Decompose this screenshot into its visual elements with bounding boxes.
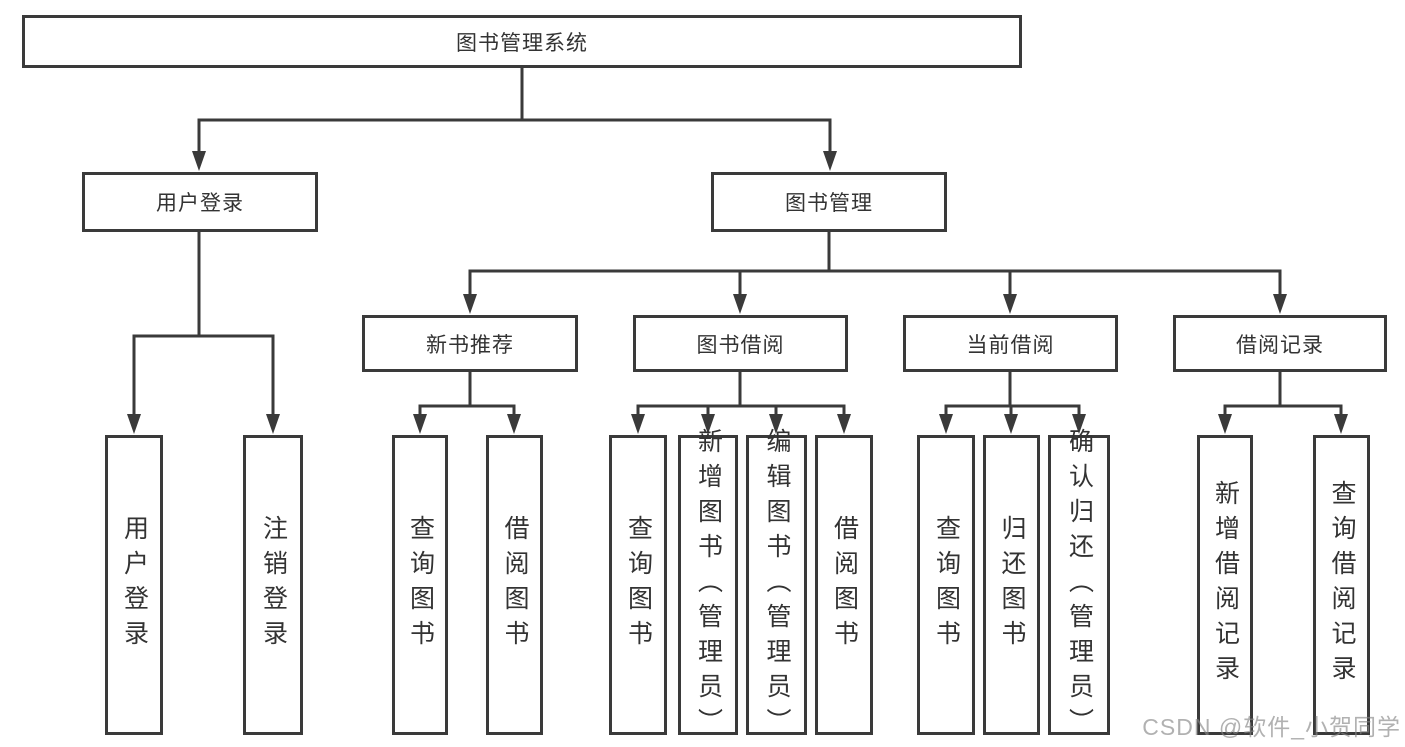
node-user-login-action: 用户登录 [105, 435, 163, 735]
node-query-books-borrowing: 查询图书 [609, 435, 667, 735]
node-label: 用户登录 [120, 515, 149, 655]
node-borrow-books-borrowing: 借阅图书 [815, 435, 873, 735]
node-book-borrowing: 图书借阅 [633, 315, 848, 372]
watermark: CSDN @软件_小贺同学 [1142, 714, 1401, 740]
node-book-management: 图书管理 [711, 172, 947, 232]
node-return-books: 归还图书 [983, 435, 1040, 735]
node-label: 查询图书 [932, 515, 961, 655]
node-add-books-admin: 新增图书（管理员） [678, 428, 738, 743]
node-label: 归还图书 [998, 515, 1026, 655]
node-label: 借阅图书 [501, 515, 529, 655]
node-query-borrow-record: 查询借阅记录 [1313, 435, 1370, 735]
node-label: 查询图书 [624, 515, 653, 655]
node-library-system: 图书管理系统 [22, 15, 1022, 68]
node-query-books-current: 查询图书 [917, 435, 975, 735]
node-borrow-books-recommend: 借阅图书 [486, 435, 543, 735]
node-label: 查询图书 [406, 515, 435, 655]
node-label: 查询借阅记录 [1328, 480, 1356, 690]
node-user-login: 用户登录 [82, 172, 318, 232]
node-new-book-recommend: 新书推荐 [362, 315, 578, 372]
node-label: 确认归还（管理员） [1065, 427, 1094, 743]
node-confirm-return-admin: 确认归还（管理员） [1048, 428, 1110, 743]
node-logout-action: 注销登录 [243, 435, 303, 735]
node-label: 新增借阅记录 [1211, 480, 1240, 690]
node-current-borrowing: 当前借阅 [903, 315, 1118, 372]
node-label: 注销登录 [259, 515, 288, 655]
node-label: 编辑图书（管理员） [763, 427, 791, 743]
node-edit-books-admin: 编辑图书（管理员） [746, 428, 807, 743]
node-borrowing-records: 借阅记录 [1173, 315, 1387, 372]
node-label: 新增图书（管理员） [694, 427, 723, 743]
node-query-books-recommend: 查询图书 [392, 435, 448, 735]
node-add-borrow-record: 新增借阅记录 [1197, 435, 1253, 735]
node-label: 借阅图书 [830, 515, 859, 655]
